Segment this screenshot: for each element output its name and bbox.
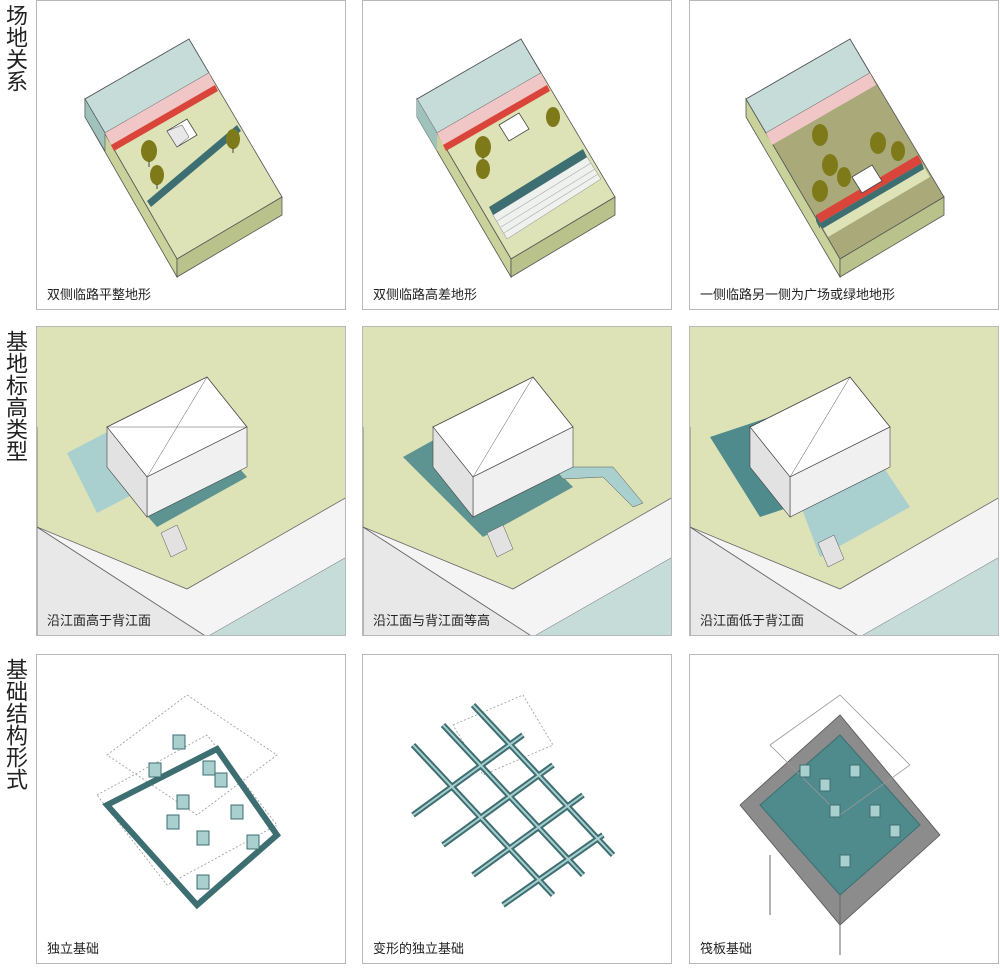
row-label-site: 场地关系 <box>2 4 27 92</box>
elevation-diagram-equal <box>363 327 671 635</box>
panel-site-3: 一侧临路另一侧为广场或绿地地形 <box>689 0 999 310</box>
site-diagram-slope <box>416 38 616 279</box>
row-label-elevation: 基地标高类型 <box>2 330 27 462</box>
caption: 变形的独立基础 <box>373 942 465 957</box>
site-diagram-flat <box>84 38 283 279</box>
panel-elevation-1: 沿江面高于背江面 <box>36 326 346 636</box>
caption: 沿江面与背江面等高 <box>373 614 491 629</box>
caption: 沿江面高于背江面 <box>47 614 152 629</box>
row-label-foundation: 基础结构形式 <box>2 658 27 790</box>
panel-foundation-3: 筏板基础 <box>689 654 999 964</box>
caption: 双侧临路平整地形 <box>47 288 152 303</box>
panel-foundation-2: 变形的独立基础 <box>362 654 672 964</box>
caption: 双侧临路高差地形 <box>373 288 478 303</box>
elevation-diagram-lower <box>690 327 998 635</box>
caption: 独立基础 <box>47 942 100 957</box>
panel-foundation-1: 独立基础 <box>36 654 346 964</box>
panel-elevation-3: 沿江面低于背江面 <box>689 326 999 636</box>
foundation-diagram-independent <box>96 694 281 910</box>
foundation-diagram-raft <box>739 694 941 955</box>
caption: 筏板基础 <box>700 942 753 957</box>
panel-site-2: 双侧临路高差地形 <box>362 0 672 310</box>
caption: 沿江面低于背江面 <box>700 614 805 629</box>
panel-site-1: 双侧临路平整地形 <box>36 0 346 310</box>
elevation-diagram-higher <box>37 327 345 635</box>
caption: 一侧临路另一侧为广场或绿地地形 <box>700 288 896 303</box>
site-diagram-plaza <box>745 38 945 279</box>
foundation-diagram-modified <box>410 694 616 908</box>
panel-elevation-2: 沿江面与背江面等高 <box>362 326 672 636</box>
